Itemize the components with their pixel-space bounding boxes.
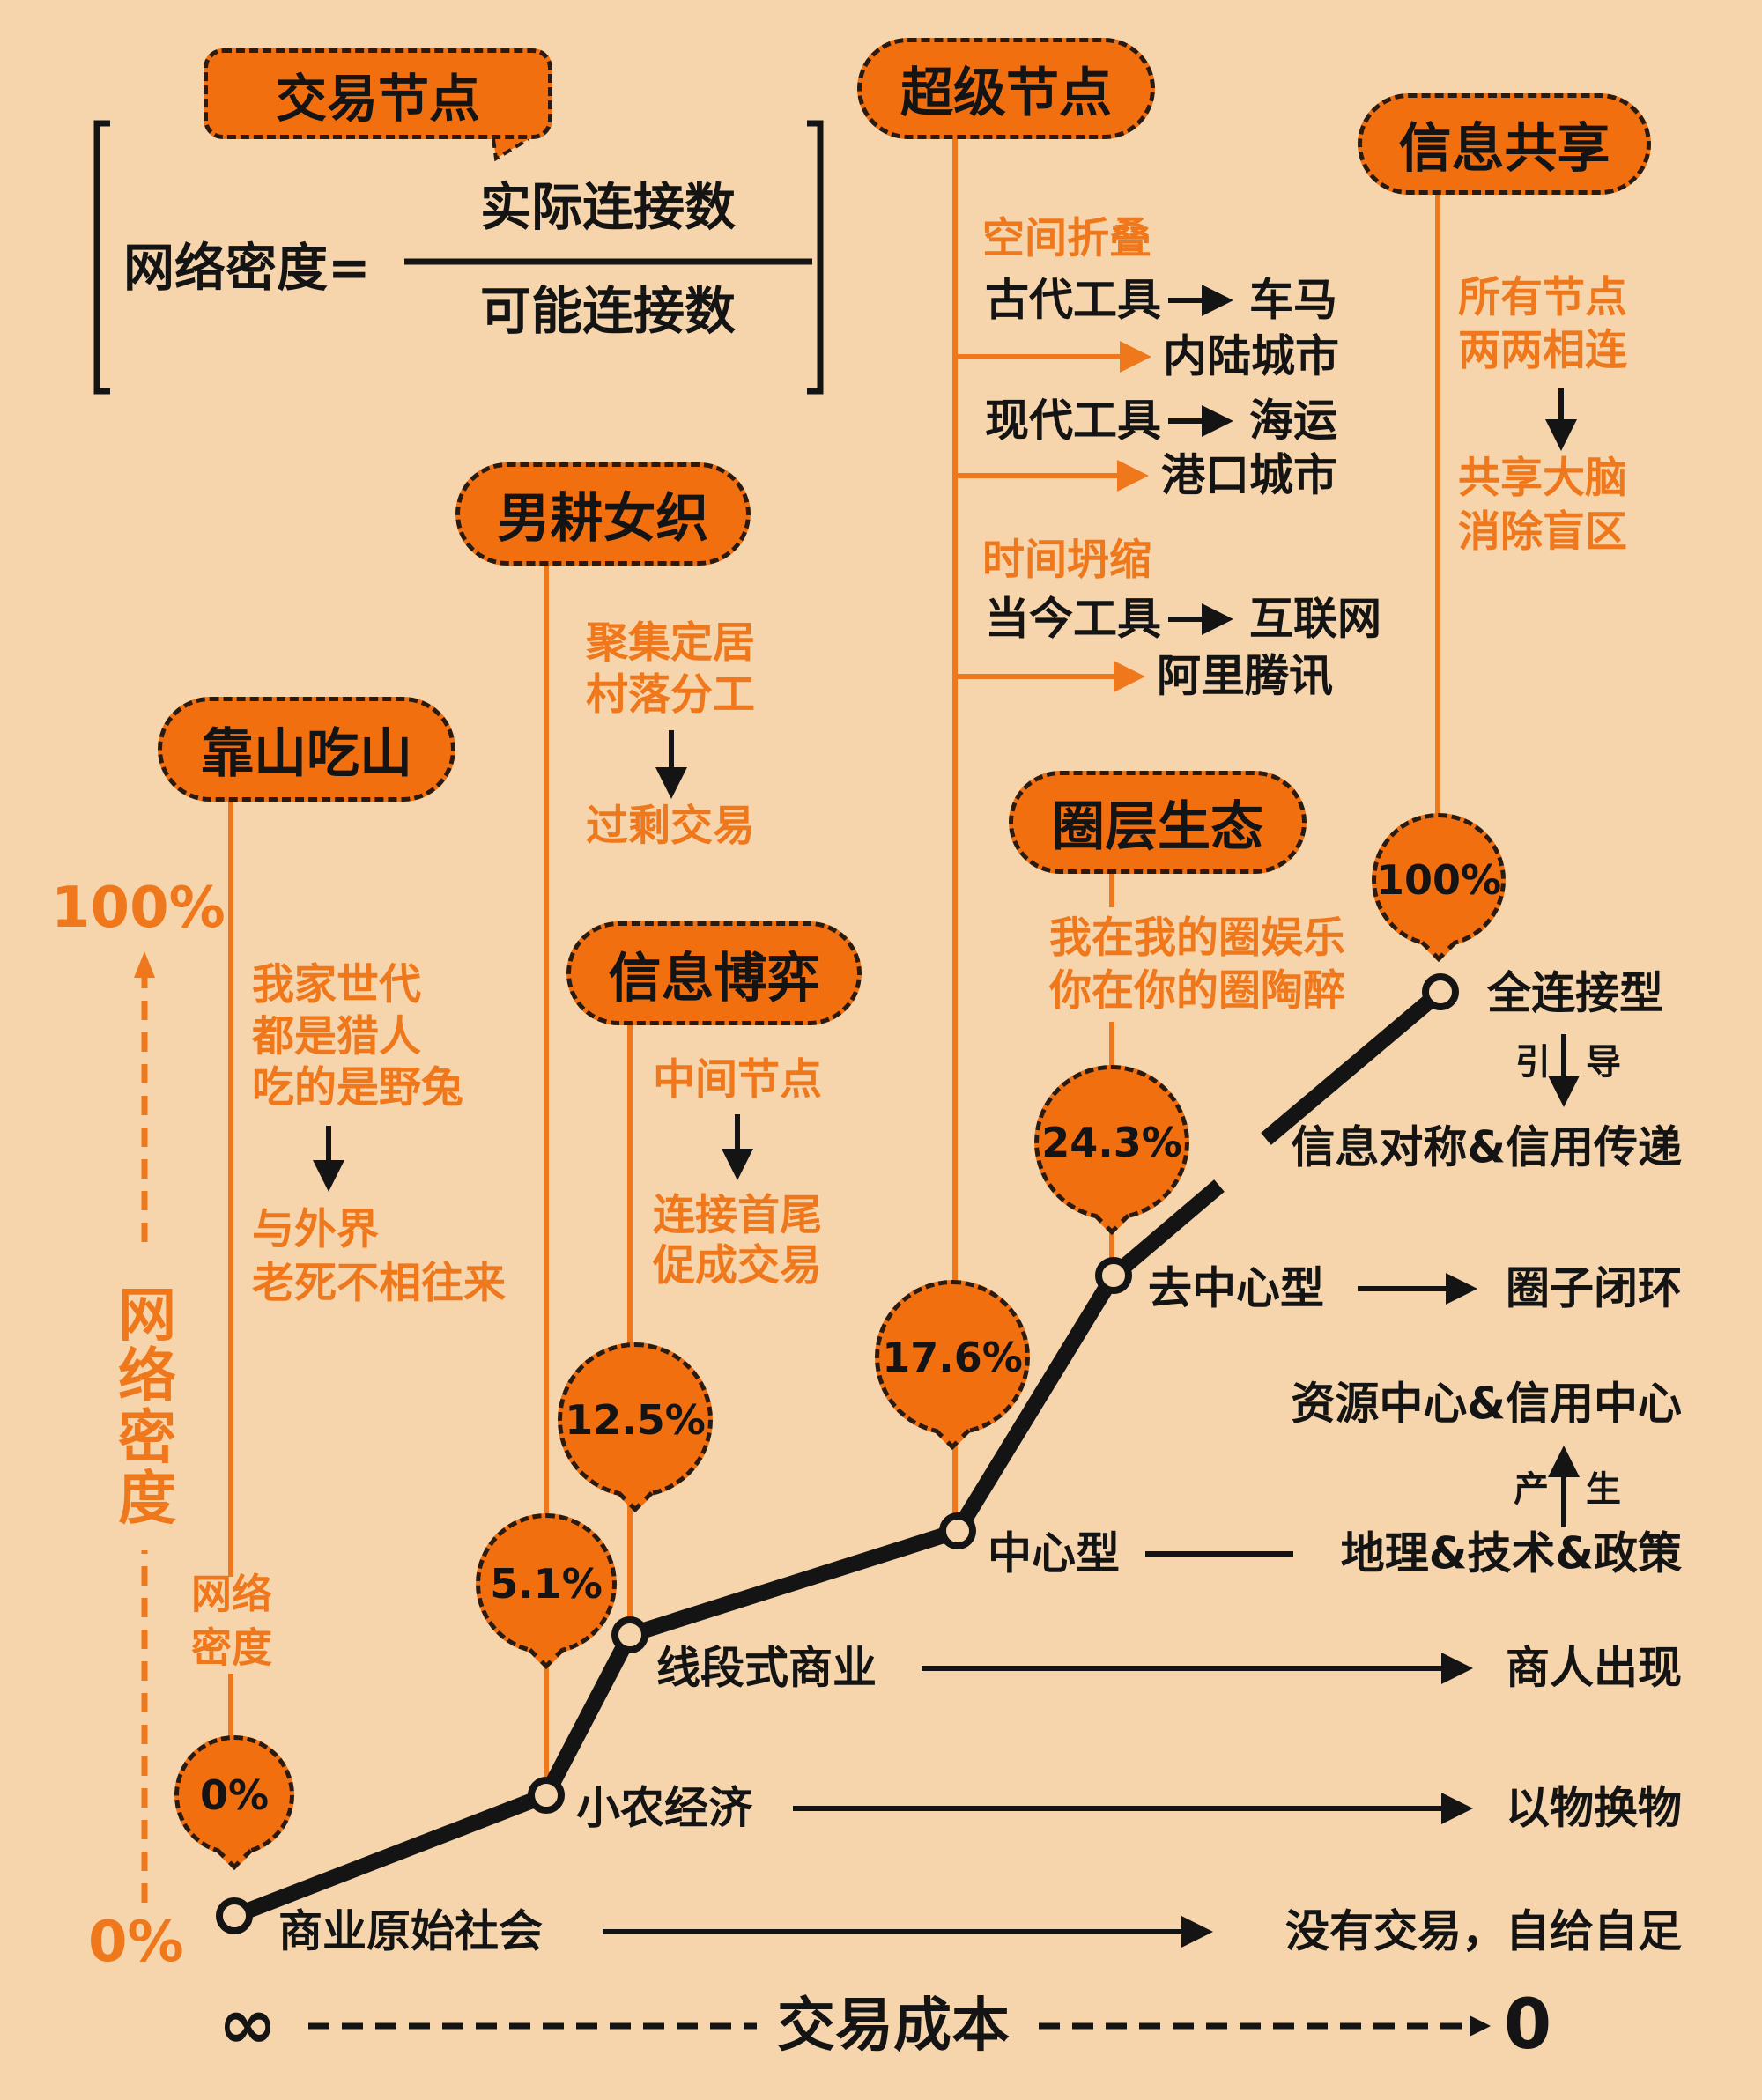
s2-result: 连接首尾 <box>653 1190 823 1240</box>
formula-numerator: 实际连接数 <box>479 177 737 238</box>
formula-brackets <box>93 120 824 395</box>
s5-note: 所有节点 <box>1458 272 1628 322</box>
stem-arrows <box>955 341 1151 692</box>
result-arrows <box>313 285 1580 1948</box>
s2-note: 中间节点 <box>653 1054 823 1105</box>
node-result-n3: 地理&技术&政策 <box>1340 1527 1682 1579</box>
produce-label: 生 <box>1586 1469 1621 1510</box>
ancient-result: 车马 <box>1249 274 1337 326</box>
today-result: 互联网 <box>1249 593 1381 645</box>
modern-city: 港口城市 <box>1161 449 1337 501</box>
guide-label: 导 <box>1586 1042 1621 1083</box>
guided-result: 信息对称&信用传递 <box>1291 1121 1682 1173</box>
tag-tail <box>492 137 530 162</box>
path-nodes <box>216 973 1459 1934</box>
modern-result: 海运 <box>1249 395 1337 447</box>
guide-label: 引 <box>1515 1042 1551 1083</box>
s1-note: 聚集定居 <box>586 617 756 668</box>
modern-tool: 现代工具 <box>985 395 1161 447</box>
node-result-n4: 圈子闭环 <box>1506 1262 1682 1314</box>
node-result-n1: 以物换物 <box>1506 1782 1682 1834</box>
node-label-n2: 线段式商业 <box>656 1642 877 1694</box>
node-label-n3: 中心型 <box>988 1527 1120 1579</box>
stage-title-s1: 男耕女织 <box>455 462 751 566</box>
stage-title-s3: 超级节点 <box>857 38 1155 139</box>
node-label-n4: 去中心型 <box>1148 1262 1324 1314</box>
node-result-n2: 商人出现 <box>1506 1642 1682 1694</box>
ancient-city: 内陆城市 <box>1163 330 1339 382</box>
trade-node-tag: 交易节点 <box>204 48 552 139</box>
stage-title-s2: 信息博弈 <box>566 921 862 1025</box>
stem-label: 网络 <box>191 1570 272 1618</box>
pct-s2: 12.5% <box>558 1342 713 1497</box>
today-tool: 当今工具 <box>985 593 1161 645</box>
formula-denominator: 可能连接数 <box>479 281 737 342</box>
density-path <box>231 986 1446 1924</box>
s4-note: 你在你的圈陶醉 <box>1049 965 1346 1016</box>
pct-s3: 17.6% <box>875 1280 1030 1435</box>
s5-result: 共享大脑 <box>1458 453 1628 503</box>
produced-result: 资源中心&信用中心 <box>1291 1378 1682 1430</box>
y-axis-top: 100% <box>51 875 226 941</box>
y-axis-bottom: 0% <box>88 1909 184 1975</box>
space-fold-title: 空间折叠 <box>982 213 1152 263</box>
s4-note: 我在我的圈娱乐 <box>1049 913 1346 963</box>
node-result-n0: 没有交易，自给自足 <box>1285 1905 1682 1957</box>
node-label-n0: 商业原始社会 <box>278 1905 543 1957</box>
s0-note: 吃的是野兔 <box>252 1062 464 1113</box>
time-collapse-title: 时间坍缩 <box>982 535 1152 585</box>
today-company: 阿里腾讯 <box>1157 650 1333 702</box>
pct-s5: 100% <box>1372 813 1506 947</box>
x-axis-left: ∞ <box>218 1983 278 2065</box>
stage-title-s0: 靠山吃山 <box>158 697 455 802</box>
pct-s0: 0% <box>174 1735 294 1855</box>
y-axis-label: 网络密度 <box>118 1281 176 1533</box>
x-axis-right: 0 <box>1503 1985 1552 2066</box>
s2-result: 促成交易 <box>653 1240 823 1290</box>
s5-result: 消除盲区 <box>1458 507 1628 557</box>
stage-title-s5: 信息共享 <box>1358 93 1651 195</box>
x-axis-label: 交易成本 <box>777 1991 1010 2059</box>
ancient-tool: 古代工具 <box>985 274 1161 326</box>
s1-result: 过剩交易 <box>586 801 756 851</box>
node-label-n5: 全连接型 <box>1487 967 1663 1019</box>
s1-note: 村落分工 <box>586 669 756 720</box>
s5-note: 两两相连 <box>1458 325 1628 375</box>
s0-note: 都是猎人 <box>252 1011 422 1061</box>
stage-title-s4: 圈层生态 <box>1009 771 1307 874</box>
node-label-n1: 小农经济 <box>576 1782 752 1834</box>
stem-label: 密度 <box>191 1623 272 1672</box>
produce-label: 产 <box>1514 1469 1549 1510</box>
formula-lhs: 网络密度= <box>123 238 371 299</box>
s0-result: 与外界 <box>252 1204 380 1254</box>
pct-s4: 24.3% <box>1034 1065 1189 1220</box>
s0-note: 我家世代 <box>252 959 422 1009</box>
pct-s1: 5.1% <box>476 1513 617 1654</box>
s0-result: 老死不相往来 <box>252 1258 507 1308</box>
